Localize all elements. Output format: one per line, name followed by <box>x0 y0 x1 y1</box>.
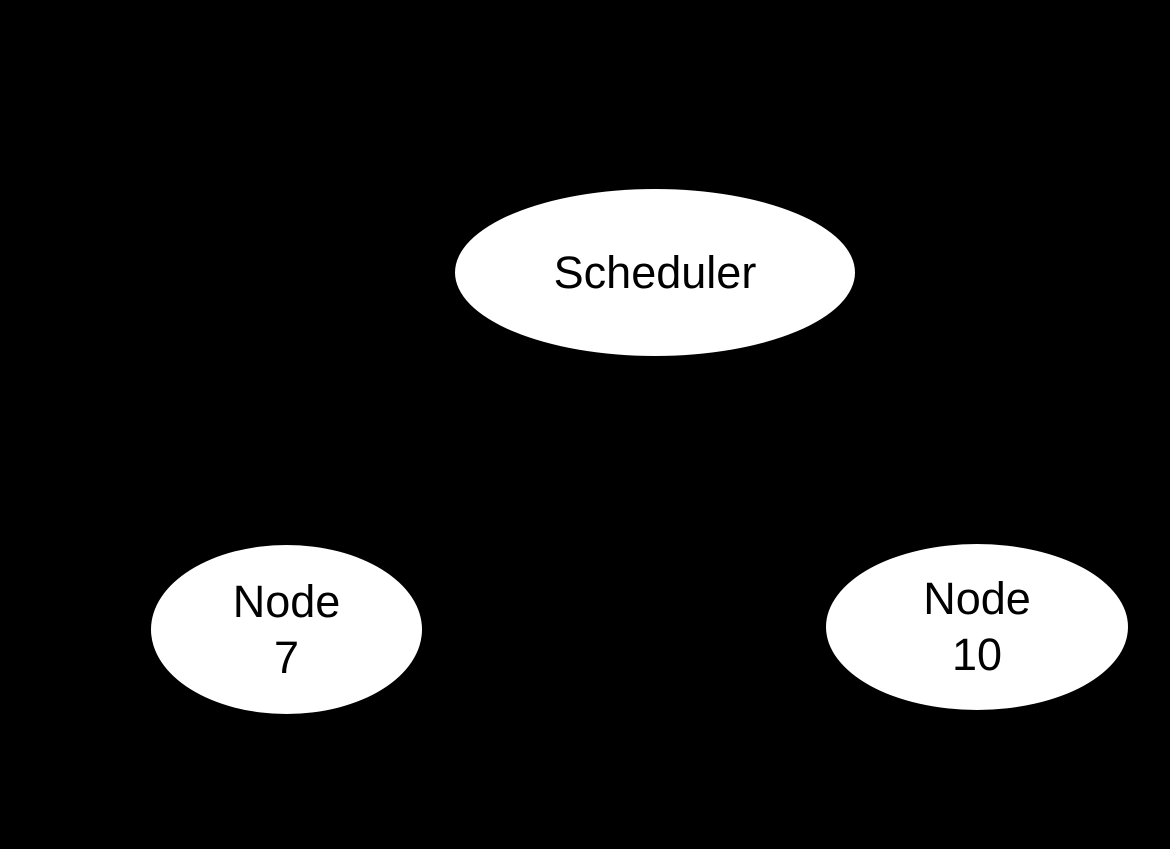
node-7-label-line2: 7 <box>273 631 300 683</box>
node-10: Node 10 <box>826 544 1128 710</box>
node-7-label-line1: Node <box>232 575 341 627</box>
node-10-label-line1: Node <box>923 573 1031 624</box>
scheduler-node-label: Scheduler <box>553 246 757 298</box>
node-7: Node 7 <box>151 545 422 714</box>
node-10-label-line2: 10 <box>951 629 1003 680</box>
scheduler-node: Scheduler <box>455 189 855 356</box>
